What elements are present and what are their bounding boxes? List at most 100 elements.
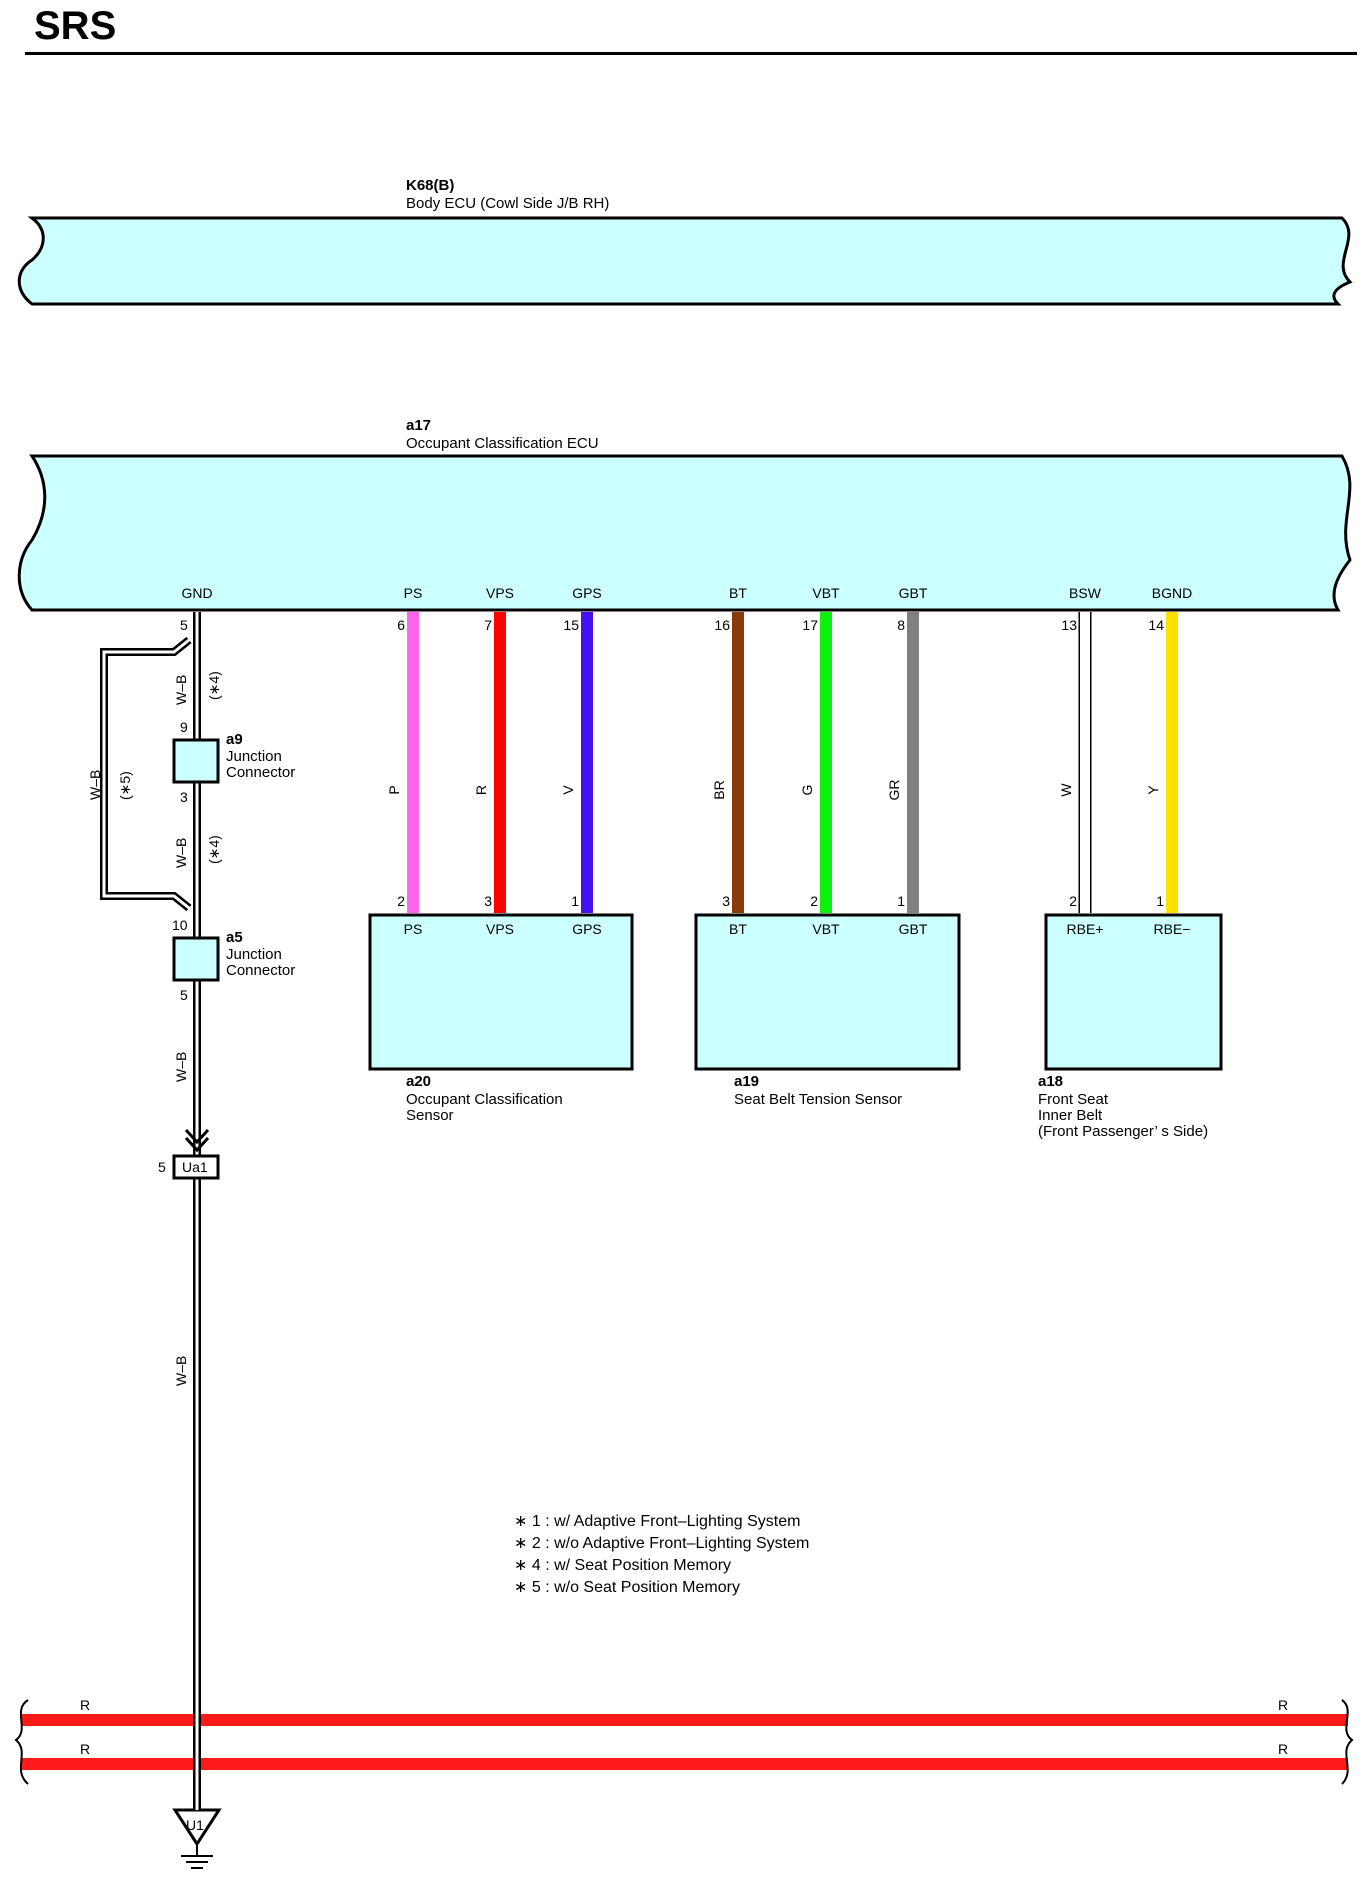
- a18-code: a18: [1038, 1073, 1063, 1090]
- ground-circuit: [100, 612, 222, 1869]
- wire-color-label: V: [560, 785, 576, 795]
- ecu-pin-label-gbt: GBT: [899, 585, 928, 601]
- body-ecu-name: Body ECU (Cowl Side J/B RH): [406, 195, 609, 212]
- component-pin-number: 3: [484, 893, 492, 909]
- junction-a9: [172, 738, 220, 784]
- wire-color-label: BR: [711, 780, 727, 799]
- star5-label: (∗5): [117, 771, 133, 800]
- ecu-pin-label-bsw: BSW: [1069, 585, 1102, 601]
- a20-box: [368, 913, 634, 1071]
- a9-name-1: Junction: [226, 748, 282, 765]
- wire-color-label: P: [386, 785, 402, 794]
- u1-code: U1: [186, 1817, 204, 1833]
- ecu-pin-number: 7: [484, 617, 492, 633]
- ecu-pin-number: 16: [714, 617, 730, 633]
- bus-label-left-1: R: [80, 1697, 90, 1713]
- page-title: SRS: [34, 4, 117, 48]
- ecu-pin-number: 8: [897, 617, 905, 633]
- component-pin-label: VPS: [486, 921, 514, 937]
- wire-color-label: GR: [886, 780, 902, 801]
- body-ecu-box: [17, 216, 1353, 306]
- wire-color-label: Y: [1145, 785, 1161, 795]
- title-rule: [25, 52, 1357, 55]
- ecu-pin-number: 13: [1061, 617, 1077, 633]
- component-pin-number: 1: [571, 893, 579, 909]
- ua1-code: Ua1: [182, 1159, 208, 1175]
- component-pin-label: VBT: [812, 921, 840, 937]
- component-pin-label: RBE−: [1154, 921, 1191, 937]
- ecu-name: Occupant Classification ECU: [406, 435, 599, 452]
- a18-name-1: Front Seat: [1038, 1091, 1109, 1108]
- component-pin-labels: PS VPS GPS BT VBT GBT RBE+ RBE−: [404, 921, 1191, 937]
- ecu-pin-number: 15: [563, 617, 579, 633]
- ecu-pin-label-vbt: VBT: [812, 585, 840, 601]
- a5-name-1: Junction: [226, 946, 282, 963]
- wb-label-3: W–B: [173, 1052, 189, 1082]
- a18-name-2: Inner Belt: [1038, 1107, 1103, 1124]
- ua1-pin: 5: [158, 1159, 166, 1175]
- bus-label-right-1: R: [1278, 1697, 1288, 1713]
- component-pin-label: GPS: [572, 921, 602, 937]
- wb-label-1: W–B: [173, 675, 189, 705]
- connector-ua1: [172, 1154, 220, 1180]
- component-pin-number: 2: [397, 893, 405, 909]
- component-pin-label: GBT: [899, 921, 928, 937]
- a9-pin-in: 9: [180, 719, 188, 735]
- gnd-pin-5: 5: [180, 617, 188, 633]
- note-2: ∗ 2 : w/o Adaptive Front–Lighting System: [514, 1535, 809, 1552]
- a19-name-1: Seat Belt Tension Sensor: [734, 1091, 902, 1108]
- a20-code: a20: [406, 1073, 431, 1090]
- component-pin-number: 2: [1069, 893, 1077, 909]
- component-pin-label: PS: [404, 921, 423, 937]
- body-ecu-code: K68(B): [406, 177, 454, 194]
- ecu-pin-label-gps: GPS: [572, 585, 602, 601]
- a5-pin-in: 10: [172, 917, 188, 933]
- junction-a5: [172, 936, 220, 982]
- component-pin-number: 1: [897, 893, 905, 909]
- ecu-pin-number: 14: [1148, 617, 1164, 633]
- a9-name-2: Connector: [226, 764, 295, 781]
- ecu-pin-number: 6: [397, 617, 405, 633]
- wire-group: P 2 R 3 V 1 BR 3 G 2 GR 1 W 2 Y 1: [386, 612, 1178, 913]
- a20-name-1: Occupant Classification: [406, 1091, 563, 1108]
- component-pin-number: 2: [810, 893, 818, 909]
- a5-name-2: Connector: [226, 962, 295, 979]
- component-pin-number: 3: [722, 893, 730, 909]
- ecu-box: [17, 454, 1352, 612]
- note-1: ∗ 1 : w/ Adaptive Front–Lighting System: [514, 1513, 800, 1530]
- wire-color-label: R: [473, 785, 489, 795]
- ecu-pin-label-gnd: GND: [181, 585, 212, 601]
- a19-code: a19: [734, 1073, 759, 1090]
- ecu-pin-label-ps: PS: [404, 585, 423, 601]
- a18-name-3: (Front Passenger’ s Side): [1038, 1123, 1208, 1140]
- star4-label-2: (∗4): [206, 835, 222, 864]
- bus-label-left-2: R: [80, 1741, 90, 1757]
- red-bus: [14, 1699, 1354, 1810]
- note-3: ∗ 4 : w/ Seat Position Memory: [514, 1557, 731, 1574]
- a9-pin-out: 3: [180, 789, 188, 805]
- a18-box: [1044, 913, 1223, 1071]
- star4-label-1: (∗4): [206, 671, 222, 700]
- ecu-code: a17: [406, 417, 431, 434]
- a9-code: a9: [226, 731, 243, 748]
- component-pin-number: 1: [1156, 893, 1164, 909]
- ecu-pin-label-bt: BT: [729, 585, 747, 601]
- a5-pin-out: 5: [180, 987, 188, 1003]
- ecu-pin-labels: GND PS 6 VPS 7 GPS 15 BT 16 VBT 17 GBT 8 BSW 13 BGND 14: [181, 585, 1192, 633]
- ecu-pin-number: 17: [802, 617, 818, 633]
- wb-label-2: W–B: [173, 838, 189, 868]
- wb-label-loop: W–B: [87, 770, 103, 800]
- ecu-pin-label-vps: VPS: [486, 585, 514, 601]
- bus-label-right-2: R: [1278, 1741, 1288, 1757]
- ecu-pin-label-bgnd: BGND: [1152, 585, 1192, 601]
- component-pin-label: RBE+: [1067, 921, 1104, 937]
- wire-color-label: G: [799, 785, 815, 796]
- a19-box: [694, 913, 961, 1071]
- wb-label-4: W–B: [173, 1356, 189, 1386]
- a20-name-2: Sensor: [406, 1107, 454, 1124]
- note-4: ∗ 5 : w/o Seat Position Memory: [514, 1579, 740, 1596]
- a5-code: a5: [226, 929, 243, 946]
- wire-color-label: W: [1058, 783, 1074, 797]
- component-pin-label: BT: [729, 921, 747, 937]
